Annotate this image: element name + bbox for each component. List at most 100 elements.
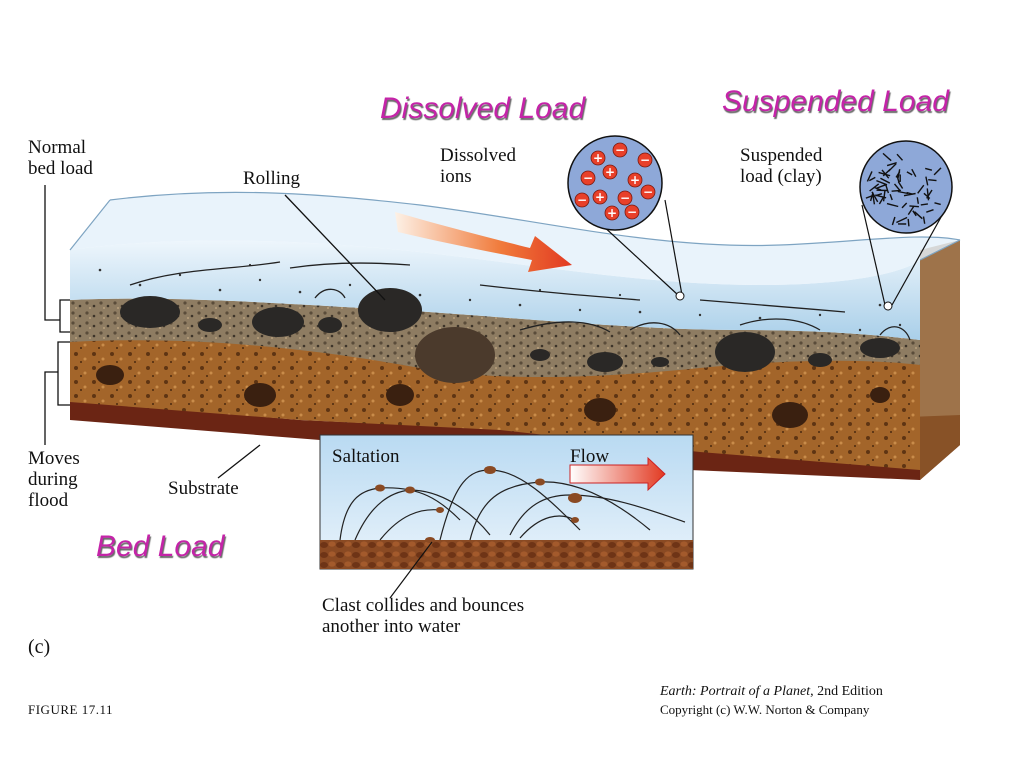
ion-charge: − (583, 171, 593, 185)
ion (604, 205, 620, 221)
ion (580, 170, 596, 186)
flow-arrow (395, 212, 572, 272)
ion (627, 172, 643, 188)
clay-particle (896, 216, 908, 224)
clay-particle (916, 197, 919, 204)
clay-particle (866, 171, 873, 182)
clay-particle (896, 153, 904, 161)
clay-particle (897, 181, 904, 189)
clay-particle (926, 188, 930, 201)
clay-particle (882, 152, 892, 162)
dissolved-load-heading: Dissolved Load (380, 92, 586, 125)
clay-particle (912, 210, 917, 217)
clay-particle (920, 203, 928, 206)
ion-charge: + (593, 151, 603, 165)
clay-particle (891, 216, 896, 226)
flood-layer (70, 337, 920, 470)
clast-collides-label: Clast collides and bounces another into … (322, 595, 525, 637)
clay-particle (914, 211, 923, 220)
book-title: Earth: Portrait of a Planet (660, 684, 811, 699)
clay-particle (888, 163, 897, 172)
clay-particle (896, 175, 900, 183)
flow-label: Flow (570, 446, 610, 467)
ion (624, 204, 640, 220)
clay-particle (897, 190, 909, 195)
ion (640, 184, 656, 200)
clay-particle (917, 184, 925, 194)
clay-particle (878, 197, 884, 205)
saltation-label: Saltation (332, 446, 400, 467)
clay-particle (868, 176, 876, 182)
ion-charge: + (605, 165, 615, 179)
ion (574, 192, 590, 208)
clay-particle (895, 171, 901, 178)
water-body (70, 240, 920, 340)
edition: , 2nd Edition (810, 684, 883, 699)
clay-particle (865, 194, 875, 199)
ion-charge: − (643, 185, 653, 199)
clay-particle (933, 167, 942, 176)
clay-particle (928, 179, 937, 182)
clay-particle (878, 171, 891, 177)
ion (602, 164, 618, 180)
copyright: Copyright (c) W.W. Norton & Company (660, 702, 870, 717)
saltation-flow-arrow (569, 456, 666, 492)
ion (637, 152, 653, 168)
ion-symbols: +−−−+++−−−+− (574, 142, 656, 221)
clay-particle (889, 193, 893, 201)
clay-particle (869, 183, 880, 192)
clay-particle (876, 179, 888, 186)
suspended-particles (98, 263, 902, 332)
ion-charge: − (615, 143, 625, 157)
suspended-load-heading: Suspended Load (722, 85, 949, 118)
substrate-label: Substrate (168, 478, 239, 499)
suspended-clay-label: Suspended load (clay) (740, 145, 823, 187)
clay-particle (891, 189, 901, 192)
boulders (120, 288, 900, 383)
ion-charge: + (607, 206, 617, 220)
clay-particle (907, 218, 910, 227)
rolling-label: Rolling (243, 168, 301, 189)
panel-label: (c) (28, 636, 51, 658)
figure-number: FIGURE 17.11 (28, 702, 113, 717)
clay-particle (934, 202, 941, 206)
ion-charge: − (627, 205, 637, 219)
clay-particle (875, 193, 883, 197)
clay-particle (907, 205, 915, 215)
clay-particle (882, 189, 886, 202)
ion-charge: + (595, 190, 605, 204)
clay-particle (885, 184, 890, 194)
suspended-clay-inset (859, 140, 953, 311)
ion-charge: − (577, 193, 587, 207)
book-credit: Earth: Portrait of a Planet, 2nd Edition (660, 683, 883, 700)
ion (617, 190, 633, 206)
clay-particle (880, 177, 891, 184)
bed-load-heading: Bed Load (96, 530, 225, 563)
ion-charge: + (630, 173, 640, 187)
clay-particle (872, 195, 876, 205)
ion-charge: − (620, 191, 630, 205)
clay-particle (886, 202, 899, 208)
clay-particle (901, 202, 908, 209)
ion (590, 150, 606, 166)
moves-during-flood-label: Moves during flood (28, 448, 80, 511)
clay-particle (922, 216, 926, 224)
clay-particle (871, 191, 879, 203)
normal-bed-load-label: Normal bed load (28, 137, 93, 179)
dissolved-ions-label: Dissolved ions (440, 145, 516, 187)
clay-particle (909, 205, 919, 208)
ion (612, 142, 628, 158)
clay-particle (903, 192, 916, 197)
ion-charge: − (640, 153, 650, 167)
clay-particle (875, 184, 886, 190)
clay-particle (886, 162, 897, 167)
clay-particle (873, 186, 882, 191)
clay-particle (926, 209, 934, 213)
saltation-inset (319, 434, 694, 599)
ion (592, 189, 608, 205)
clay-particle (911, 168, 917, 178)
brackets (44, 185, 386, 479)
clay-particle (906, 171, 913, 176)
clay-particle (925, 176, 929, 186)
